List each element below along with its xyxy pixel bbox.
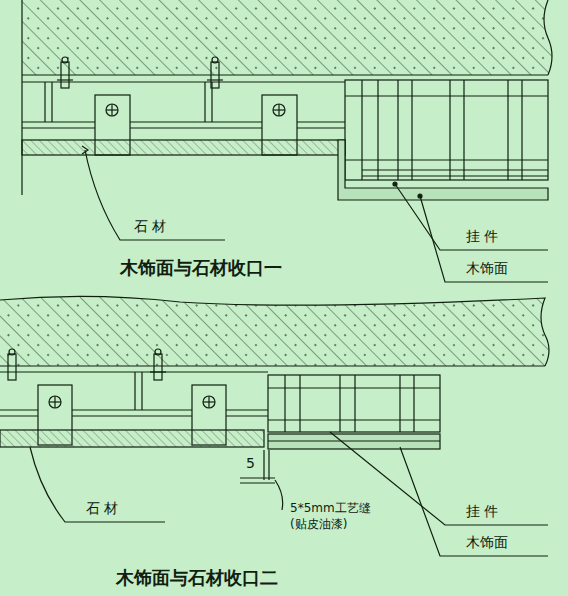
note-label: (贴皮油漆)	[288, 518, 349, 531]
detail-title: 木饰面与石材收口一	[118, 258, 284, 278]
detail-title: 木饰面与石材收口二	[114, 568, 280, 588]
part-label: 挂 件	[464, 504, 500, 519]
material-label: 木饰面	[464, 535, 510, 550]
note-label: 5*5mm工艺缝	[288, 502, 373, 515]
material-label: 石 材	[84, 501, 120, 516]
material-label: 木饰面	[464, 261, 510, 276]
material-label: 石 材	[132, 219, 168, 234]
dimension-label: 5	[244, 456, 257, 471]
part-label: 挂 件	[464, 229, 500, 244]
